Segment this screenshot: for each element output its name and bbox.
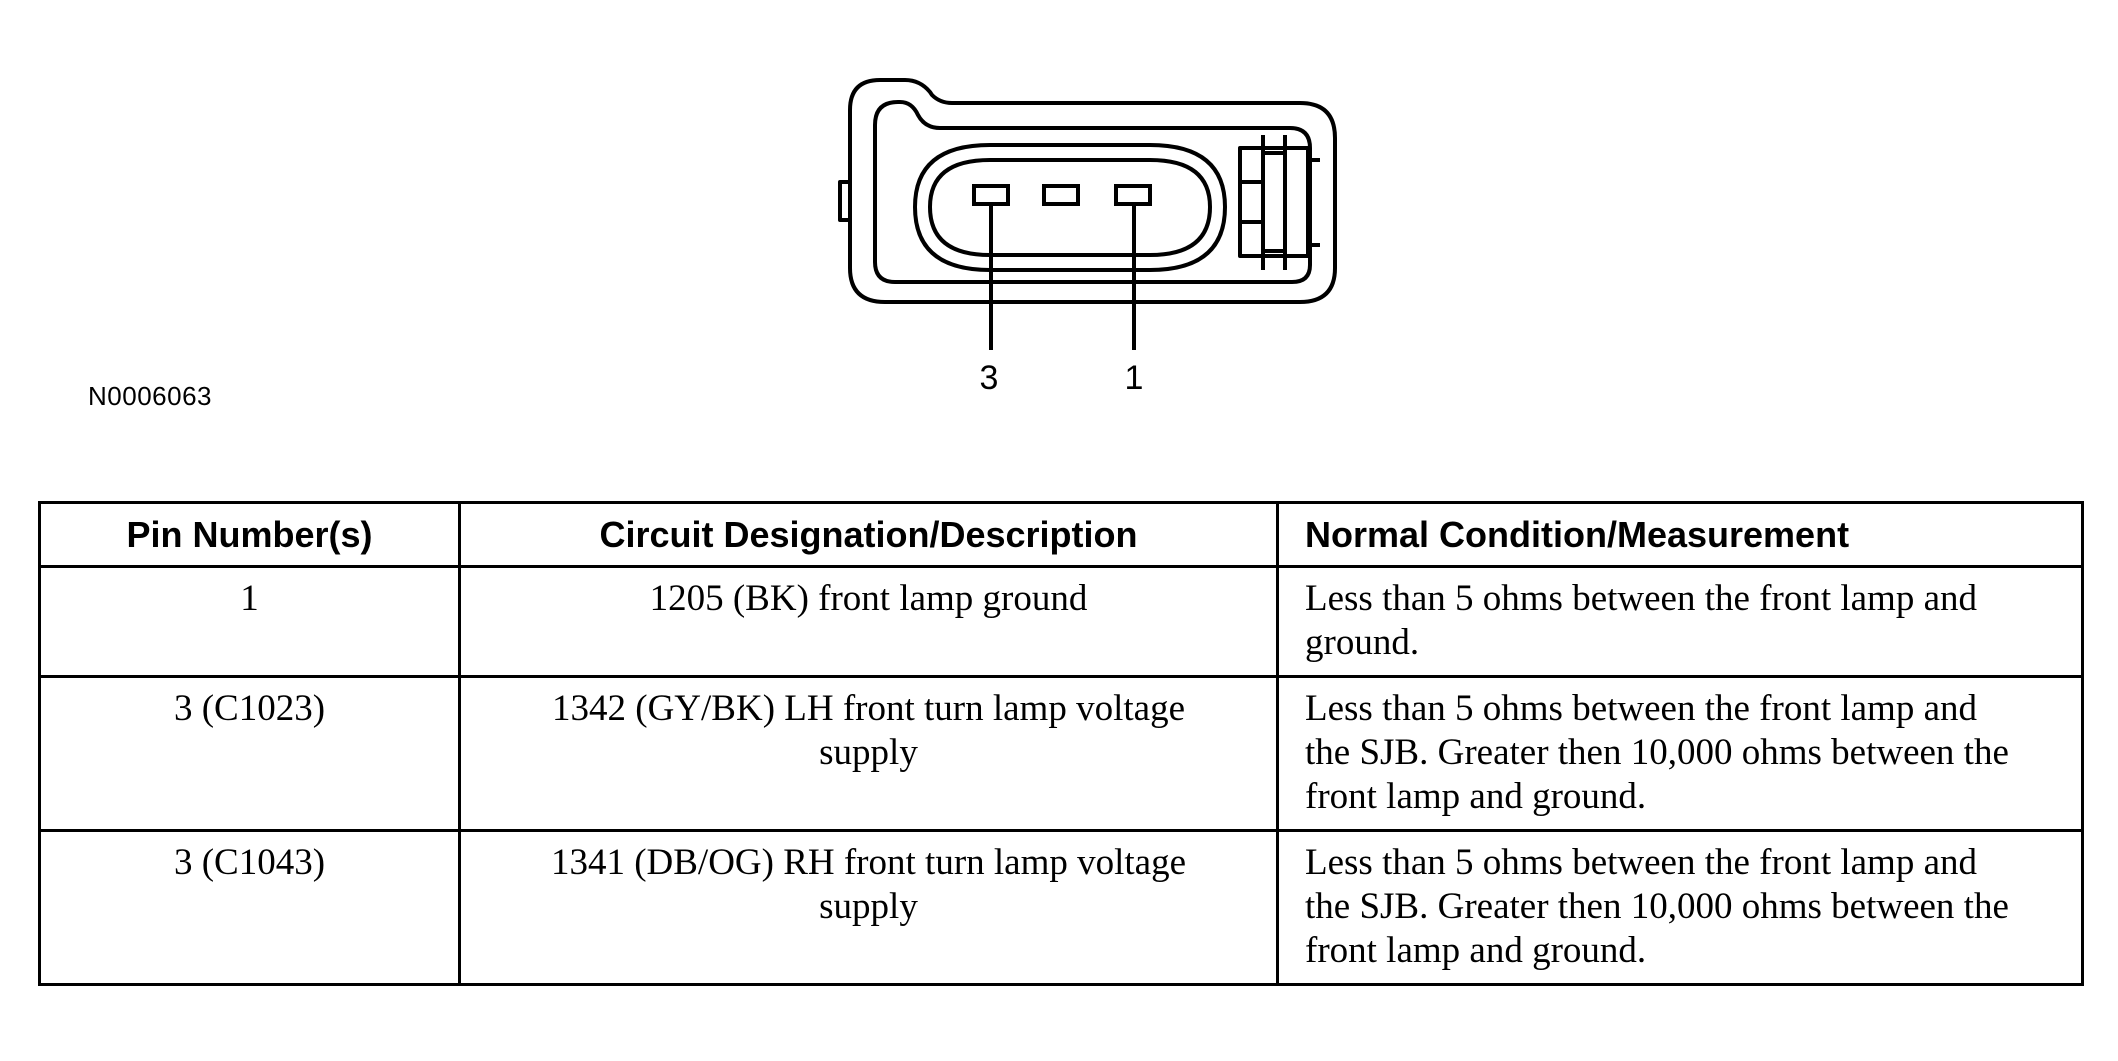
circuit-cell: 1342 (GY/BK) LH front turn lamp voltage … xyxy=(458,675,1279,832)
table-header-row: Pin Number(s) Circuit Designation/Descri… xyxy=(38,501,2084,568)
header-pin-number: Pin Number(s) xyxy=(38,501,461,568)
latch-tab xyxy=(1261,151,1287,253)
condition-cell: Less than 5 ohms between the front lamp … xyxy=(1276,675,2084,832)
latch-frame xyxy=(1238,146,1310,258)
table-row: 3 (C1043) 1341 (DB/OG) RH front turn lam… xyxy=(38,829,2084,986)
header-circuit: Circuit Designation/Description xyxy=(458,501,1279,568)
header-condition: Normal Condition/Measurement xyxy=(1276,501,2084,568)
terminal-pin-1 xyxy=(1114,184,1152,206)
circuit-cell: 1341 (DB/OG) RH front turn lamp voltage … xyxy=(458,829,1279,986)
condition-cell: Less than 5 ohms between the front lamp … xyxy=(1276,565,2084,678)
terminal-pin-2 xyxy=(1042,184,1080,206)
pin-cell: 1 xyxy=(38,565,461,678)
pin-cell: 3 (C1043) xyxy=(38,829,461,986)
pin-1-callout: 1 xyxy=(1124,359,1144,397)
terminal-oval-inner xyxy=(928,158,1212,257)
connector-side-nub xyxy=(838,180,850,222)
figure-id: N0006063 xyxy=(88,381,212,411)
terminal-pin-3 xyxy=(972,184,1010,206)
connector-housing-outer xyxy=(848,78,1337,304)
pinout-table: Pin Number(s) Circuit Designation/Descri… xyxy=(38,501,2084,986)
terminal-oval-outer xyxy=(913,143,1227,272)
connector-diagram: 3 1 xyxy=(0,0,2118,420)
condition-cell: Less than 5 ohms between the front lamp … xyxy=(1276,829,2084,986)
table-row: 1 1205 (BK) front lamp ground Less than … xyxy=(38,565,2084,678)
connector-face-drawing xyxy=(838,78,1337,350)
circuit-cell: 1205 (BK) front lamp ground xyxy=(458,565,1279,678)
pin-cell: 3 (C1023) xyxy=(38,675,461,832)
pin-3-callout: 3 xyxy=(979,359,999,397)
table-row: 3 (C1023) 1342 (GY/BK) LH front turn lam… xyxy=(38,675,2084,832)
